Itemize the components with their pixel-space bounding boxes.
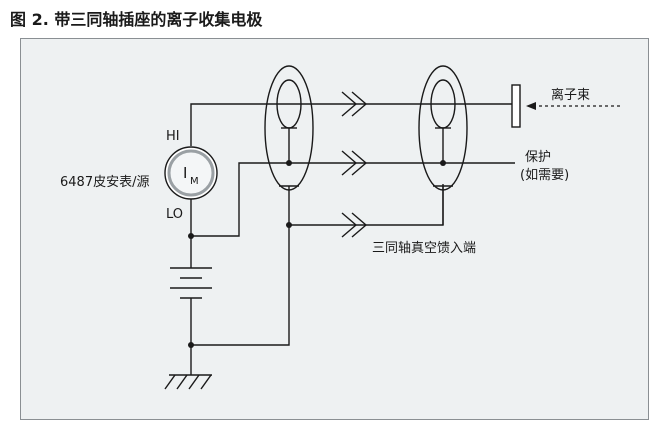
chevrons-lo xyxy=(341,150,368,176)
collector-plate xyxy=(511,84,521,128)
diagram-panel xyxy=(20,38,649,420)
lo-label: LO xyxy=(166,207,183,222)
picoammeter: I M xyxy=(164,146,218,200)
junction-dots xyxy=(188,160,446,348)
meter-symbol: I xyxy=(183,164,187,182)
guard-label-line2: (如需要) xyxy=(520,167,569,183)
triax-connector-2 xyxy=(418,65,468,225)
triax-connector-1 xyxy=(264,65,314,225)
figure-title: 图 2. 带三同轴插座的离子收集电极 xyxy=(10,10,263,29)
hi-wire xyxy=(190,103,512,146)
ion-beam-arrowhead xyxy=(526,102,536,110)
lo-wire xyxy=(190,162,443,237)
shield-wire xyxy=(191,184,444,346)
chevrons-shield xyxy=(341,212,368,238)
ion-beam-label: 离子束 xyxy=(551,87,590,103)
feedthrough-label: 三同轴真空馈入端 xyxy=(372,241,476,256)
battery-symbol xyxy=(170,236,212,375)
ground-symbol xyxy=(164,374,212,390)
meter-label: 6487皮安表/源 xyxy=(60,175,149,190)
guard-label-line1: 保护 xyxy=(525,150,551,165)
chevrons-hi xyxy=(341,91,368,117)
hi-label: HI xyxy=(166,129,180,144)
meter-symbol-sub: M xyxy=(190,176,199,187)
